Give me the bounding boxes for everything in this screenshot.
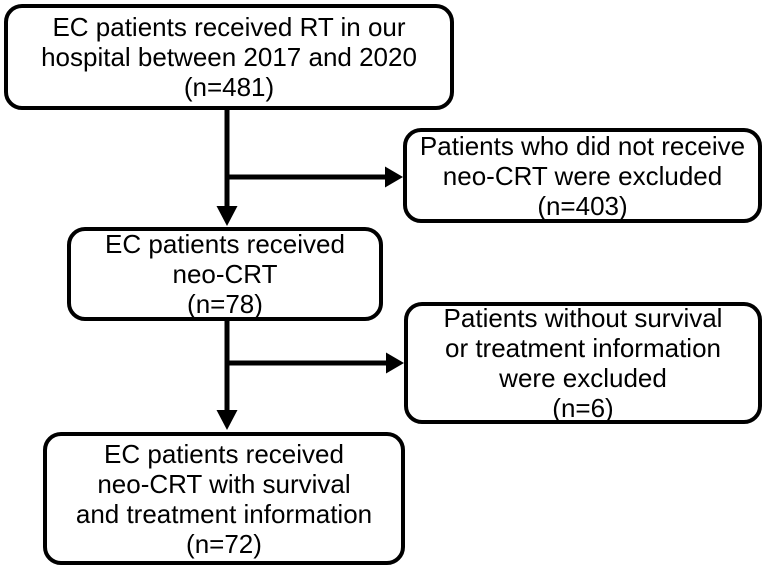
node-received-neocrt-label: EC patients received neo-CRT (n=78) [105, 229, 345, 319]
node-final-cohort: EC patients received neo-CRT with surviv… [43, 432, 405, 565]
connector-received-rt-to-excluded-no-neocrt [224, 166, 403, 188]
node-received-neocrt: EC patients received neo-CRT (n=78) [67, 227, 383, 321]
connector-received-rt-to-received-neocrt [216, 110, 238, 226]
node-received-rt-label: EC patients received RT in our hospital … [41, 12, 417, 102]
node-received-rt: EC patients received RT in our hospital … [4, 4, 454, 110]
connector-received-neocrt-to-final-cohort [216, 321, 238, 430]
node-excluded-no-neocrt-label: Patients who did not receive neo-CRT wer… [419, 130, 746, 221]
arrowhead-right-icon [385, 166, 403, 188]
node-excluded-no-neocrt: Patients who did not receive neo-CRT wer… [403, 128, 762, 223]
connector-received-neocrt-to-excluded-no-info [224, 352, 404, 374]
arrowhead-right-icon [386, 352, 404, 374]
arrowhead-down-icon [216, 410, 238, 430]
arrowhead-down-icon [216, 206, 238, 226]
node-final-cohort-label: EC patients received neo-CRT with surviv… [75, 438, 373, 559]
node-excluded-no-info: Patients without survival or treatment i… [404, 302, 762, 424]
node-excluded-no-info-label: Patients without survival or treatment i… [443, 303, 723, 423]
